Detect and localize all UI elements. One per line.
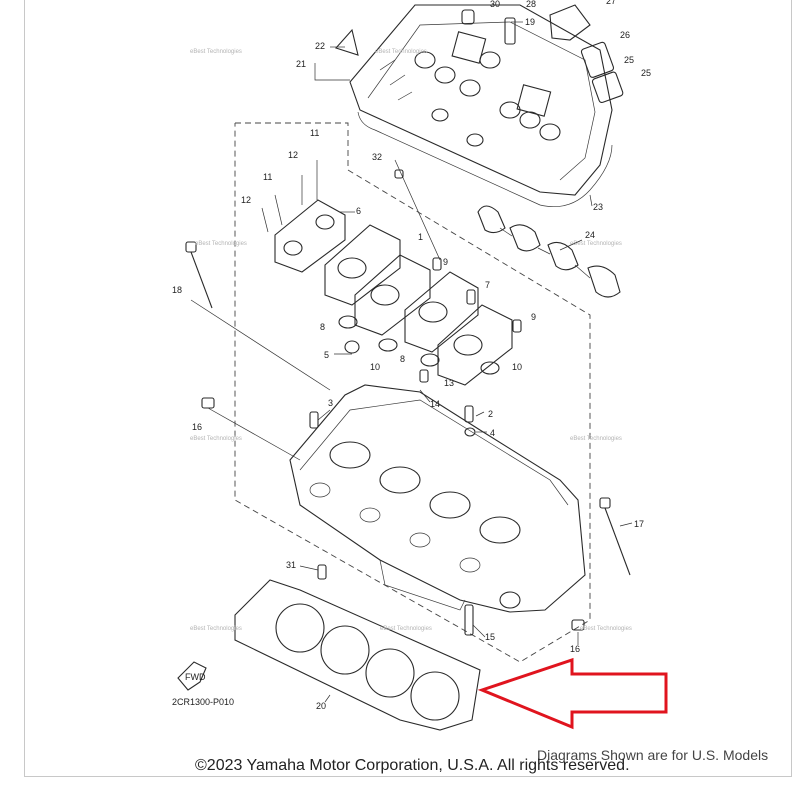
- label-part-21: 21: [296, 59, 306, 69]
- part-cylinder-head[interactable]: [289, 384, 586, 613]
- label-part-11: 11: [263, 172, 272, 182]
- label-part-32: 32: [372, 152, 382, 162]
- watermark-text: eBest Technologies: [580, 626, 632, 632]
- label-part-10: 10: [370, 362, 380, 372]
- copyright-text: ©2023 Yamaha Motor Corporation, U.S.A. A…: [195, 757, 630, 774]
- label-part-7: 7: [485, 280, 490, 290]
- label-part-1: 1: [418, 232, 423, 242]
- label-part-2: 2: [488, 409, 493, 419]
- label-part-4: 4: [490, 428, 495, 438]
- part-bolts-and-studs[interactable]: [201, 159, 631, 636]
- label-part-5: 5: [324, 350, 329, 360]
- watermarks: eBest Technologies eBest Technologies eB…: [190, 49, 632, 632]
- fwd-label: FWD: [185, 672, 206, 682]
- diagram-frame: [24, 0, 792, 777]
- label-part-25: 25: [641, 68, 651, 78]
- label-part-12: 12: [241, 195, 251, 205]
- label-part-9: 9: [531, 312, 536, 322]
- label-part-26: 26: [620, 30, 630, 40]
- watermark-text: eBest Technologies: [375, 49, 427, 55]
- label-part-23: 23: [593, 202, 603, 212]
- part-head-cover-gasket[interactable]: [357, 111, 613, 208]
- label-part-30: 30: [490, 0, 500, 9]
- part-number-labels: 2 3 4 5 6 7 8 8 9 9 10 10 11 11 12 12 13…: [172, 0, 651, 711]
- label-part-10: 10: [512, 362, 522, 372]
- part-spark-plug-gasket[interactable]: [477, 205, 621, 298]
- label-part-6: 6: [356, 206, 361, 216]
- label-part-20: 20: [316, 701, 326, 711]
- label-part-9: 9: [443, 257, 448, 267]
- label-part-8: 8: [320, 322, 325, 332]
- label-part-16: 16: [570, 644, 580, 654]
- fwd-arrow-icon: FWD: [177, 661, 207, 691]
- label-part-14: 14: [430, 399, 440, 409]
- label-part-24: 24: [585, 230, 595, 240]
- callout-arrow-icon: [477, 657, 668, 730]
- watermark-text: eBest Technologies: [570, 436, 622, 442]
- diagram-code: 2CR1300-P010: [172, 697, 234, 707]
- label-part-31: 31: [286, 560, 296, 570]
- label-part-12: 12: [288, 150, 298, 160]
- watermark-text: eBest Technologies: [190, 626, 242, 632]
- part-small-top-parts[interactable]: [335, 4, 624, 104]
- leader-lines: [299, 21, 633, 703]
- part-valve-lifter-holders[interactable]: [324, 224, 513, 386]
- part-bolt-18[interactable]: [185, 241, 331, 391]
- label-part-19: 19: [525, 17, 535, 27]
- watermark-text: eBest Technologies: [570, 241, 622, 247]
- part-cylinder-head-gasket[interactable]: [234, 579, 481, 731]
- label-part-22: 22: [315, 41, 325, 51]
- part-o-rings[interactable]: [338, 315, 500, 375]
- disclaimer-text: Diagrams Shown are for U.S. Models: [537, 747, 769, 763]
- label-part-18: 18: [172, 285, 182, 295]
- label-part-16: 16: [192, 422, 202, 432]
- label-part-27: 27: [606, 0, 616, 6]
- label-part-13: 13: [444, 378, 454, 388]
- watermark-text: eBest Technologies: [195, 241, 247, 247]
- part-cylinder-head-cover[interactable]: [349, 4, 613, 196]
- label-part-11: 11: [310, 128, 319, 138]
- label-part-3: 3: [328, 398, 333, 408]
- label-part-17: 17: [634, 519, 644, 529]
- watermark-text: eBest Technologies: [380, 626, 432, 632]
- label-part-8: 8: [400, 354, 405, 364]
- dashed-group-outline: [234, 122, 591, 663]
- watermark-text: eBest Technologies: [190, 436, 242, 442]
- label-part-25: 25: [624, 55, 634, 65]
- label-part-15: 15: [485, 632, 495, 642]
- part-camshaft-caps[interactable]: [261, 160, 346, 273]
- label-part-28: 28: [526, 0, 536, 9]
- watermark-text: eBest Technologies: [190, 49, 242, 55]
- part-dowel-pins[interactable]: [419, 257, 522, 383]
